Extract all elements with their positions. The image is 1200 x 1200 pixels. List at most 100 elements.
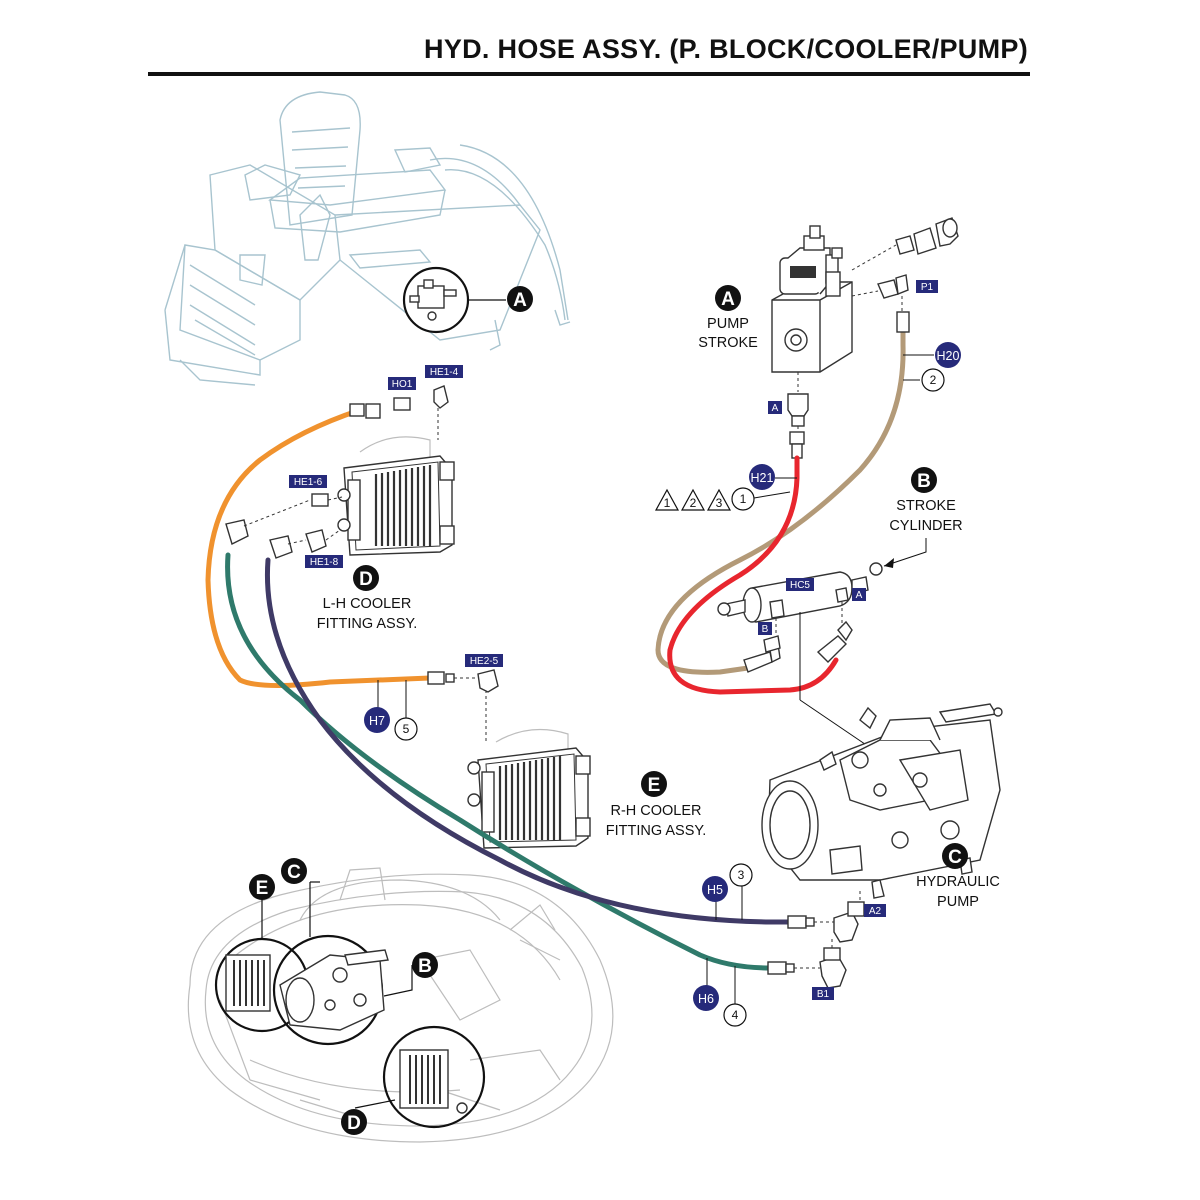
tag-p1: P1: [916, 280, 938, 293]
tag-he2-5: HE2-5: [465, 654, 503, 667]
tag-he1-4: HE1-4: [425, 365, 463, 378]
tag-b1: B1: [812, 987, 834, 1000]
item-number-5: 5: [394, 680, 418, 741]
tag-a2: A2: [864, 904, 886, 917]
svg-text:C: C: [948, 847, 962, 868]
svg-text:PUMP: PUMP: [707, 316, 749, 332]
svg-text:HE1-4: HE1-4: [430, 367, 459, 378]
callout-d-label: D L-H COOLER FITTING ASSY.: [317, 565, 417, 632]
pump-port-a-fittings: [787, 372, 809, 459]
svg-text:CYLINDER: CYLINDER: [889, 518, 962, 534]
svg-text:H5: H5: [707, 883, 723, 897]
hose-id-h5: H5: [702, 876, 728, 920]
operator-platform-illustration: [164, 91, 571, 386]
hose-h7-orange: [205, 403, 476, 689]
hose-h5-purple: [264, 557, 834, 929]
hose-h6-green: [225, 552, 820, 975]
overview-zoom-circle-d: [354, 1025, 486, 1129]
svg-text:FITTING ASSY.: FITTING ASSY.: [317, 616, 417, 632]
svg-text:H20: H20: [937, 349, 960, 363]
svg-text:STROKE: STROKE: [698, 335, 758, 351]
svg-text:STROKE: STROKE: [896, 498, 956, 514]
svg-text:HE2-5: HE2-5: [470, 656, 499, 667]
svg-text:B1: B1: [817, 989, 830, 1000]
svg-text:A2: A2: [869, 906, 882, 917]
callout-c-label: C HYDRAULIC PUMP: [916, 843, 1000, 910]
callout-a-label: A PUMP STROKE: [698, 285, 758, 351]
svg-text:B: B: [762, 624, 769, 635]
svg-text:HE1-8: HE1-8: [310, 557, 339, 568]
hydraulic-pump: [761, 703, 1003, 899]
svg-text:2: 2: [930, 373, 937, 387]
svg-text:E: E: [648, 775, 661, 796]
hose-id-h20: H20: [903, 342, 961, 368]
hose-h21-red: [667, 455, 853, 695]
tag-he1-6: HE1-6: [289, 475, 327, 488]
svg-text:4: 4: [732, 1008, 739, 1022]
svg-text:B: B: [917, 471, 931, 492]
item-number-3: 3: [729, 863, 753, 920]
hose-id-h6: H6: [693, 958, 719, 1011]
tag-cyl-a: A: [852, 588, 866, 601]
tag-he1-8: HE1-8: [305, 555, 343, 568]
svg-text:P1: P1: [921, 282, 934, 293]
svg-text:HO1: HO1: [392, 379, 413, 390]
overview-letter-b: B: [412, 952, 438, 978]
svg-text:B: B: [418, 956, 432, 977]
svg-text:3: 3: [716, 496, 723, 510]
title-rule: [148, 72, 1030, 76]
svg-text:A: A: [772, 403, 779, 414]
item-number-4: 4: [723, 966, 747, 1027]
pump-stroke-fittings: [851, 217, 959, 312]
svg-text:R-H COOLER: R-H COOLER: [610, 803, 701, 819]
svg-text:HYDRAULIC: HYDRAULIC: [916, 874, 1000, 890]
pump-elbow-fittings: [819, 890, 865, 989]
callout-b-label: B STROKE CYLINDER: [883, 467, 963, 568]
overview-zoom-circle-e: [214, 898, 310, 1033]
svg-text:5: 5: [403, 722, 410, 736]
svg-text:A: A: [856, 590, 863, 601]
overview-zoom-circle-c: [272, 881, 389, 1046]
svg-text:A: A: [721, 289, 735, 310]
pump-stroke-zoom-circle: [402, 266, 506, 334]
svg-text:H21: H21: [751, 471, 774, 485]
callout-a-marker-top: A: [507, 286, 533, 312]
svg-text:H7: H7: [369, 714, 385, 728]
svg-text:PUMP: PUMP: [937, 894, 979, 910]
callout-e-label: E R-H COOLER FITTING ASSY.: [606, 771, 706, 839]
svg-text:3: 3: [738, 868, 745, 882]
hose-id-h21: H21: [749, 464, 797, 490]
svg-text:FITTING ASSY.: FITTING ASSY.: [606, 823, 706, 839]
svg-text:HC5: HC5: [790, 580, 810, 591]
svg-text:2: 2: [690, 496, 697, 510]
svg-text:1: 1: [740, 492, 747, 506]
svg-text:L-H COOLER: L-H COOLER: [323, 596, 412, 612]
page-title: HYD. HOSE ASSY. (P. BLOCK/COOLER/PUMP): [424, 34, 1028, 64]
overview-letter-d: D: [341, 1109, 367, 1135]
item-number-1: 1: [731, 487, 791, 511]
svg-text:E: E: [256, 878, 269, 899]
overview-letter-c: C: [281, 858, 307, 884]
svg-text:D: D: [359, 569, 373, 590]
svg-text:D: D: [347, 1113, 361, 1134]
lh-cooler-fittings: [225, 385, 449, 559]
svg-text:1: 1: [664, 496, 671, 510]
hose-h20-tan: [655, 311, 910, 675]
lh-cooler: [337, 436, 455, 556]
svg-text:HE1-6: HE1-6: [294, 477, 323, 488]
overview-b-leader: [383, 965, 413, 997]
overview-letter-e: E: [249, 874, 275, 900]
item-number-2: 2: [903, 368, 945, 392]
tag-pump-port-a: A: [768, 401, 782, 414]
svg-text:C: C: [287, 862, 301, 883]
tag-cyl-b: B: [758, 622, 772, 635]
svg-text:A: A: [513, 290, 527, 311]
tag-hc5: HC5: [786, 578, 814, 591]
hose-id-h7: H7: [364, 680, 390, 733]
svg-text:H6: H6: [698, 992, 714, 1006]
pump-stroke-valve-block: [771, 225, 853, 373]
tag-ho1: HO1: [388, 377, 416, 390]
note-triangles: 1 2 3: [654, 488, 732, 511]
